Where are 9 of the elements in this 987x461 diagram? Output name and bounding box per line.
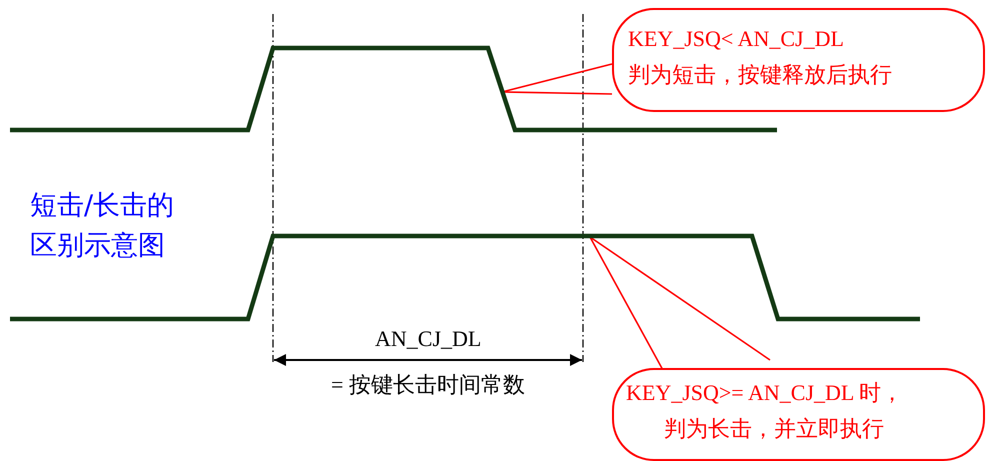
diagram-title: 短击/长击的区别示意图 <box>30 189 176 263</box>
condition-text: KEY_JSQ>= AN_CJ_DL 时， <box>626 379 904 407</box>
dimension-label: AN_CJ_DL <box>375 326 482 352</box>
dimension-note: = 按键长击时间常数 <box>331 371 525 399</box>
speech-bubble <box>612 8 985 112</box>
waveform <box>10 234 920 322</box>
condition-text: KEY_JSQ< AN_CJ_DL <box>628 25 844 53</box>
result-text: 判为短击，按键释放后执行 <box>628 61 892 89</box>
result-text: 判为长击，并立即执行 <box>664 415 884 443</box>
